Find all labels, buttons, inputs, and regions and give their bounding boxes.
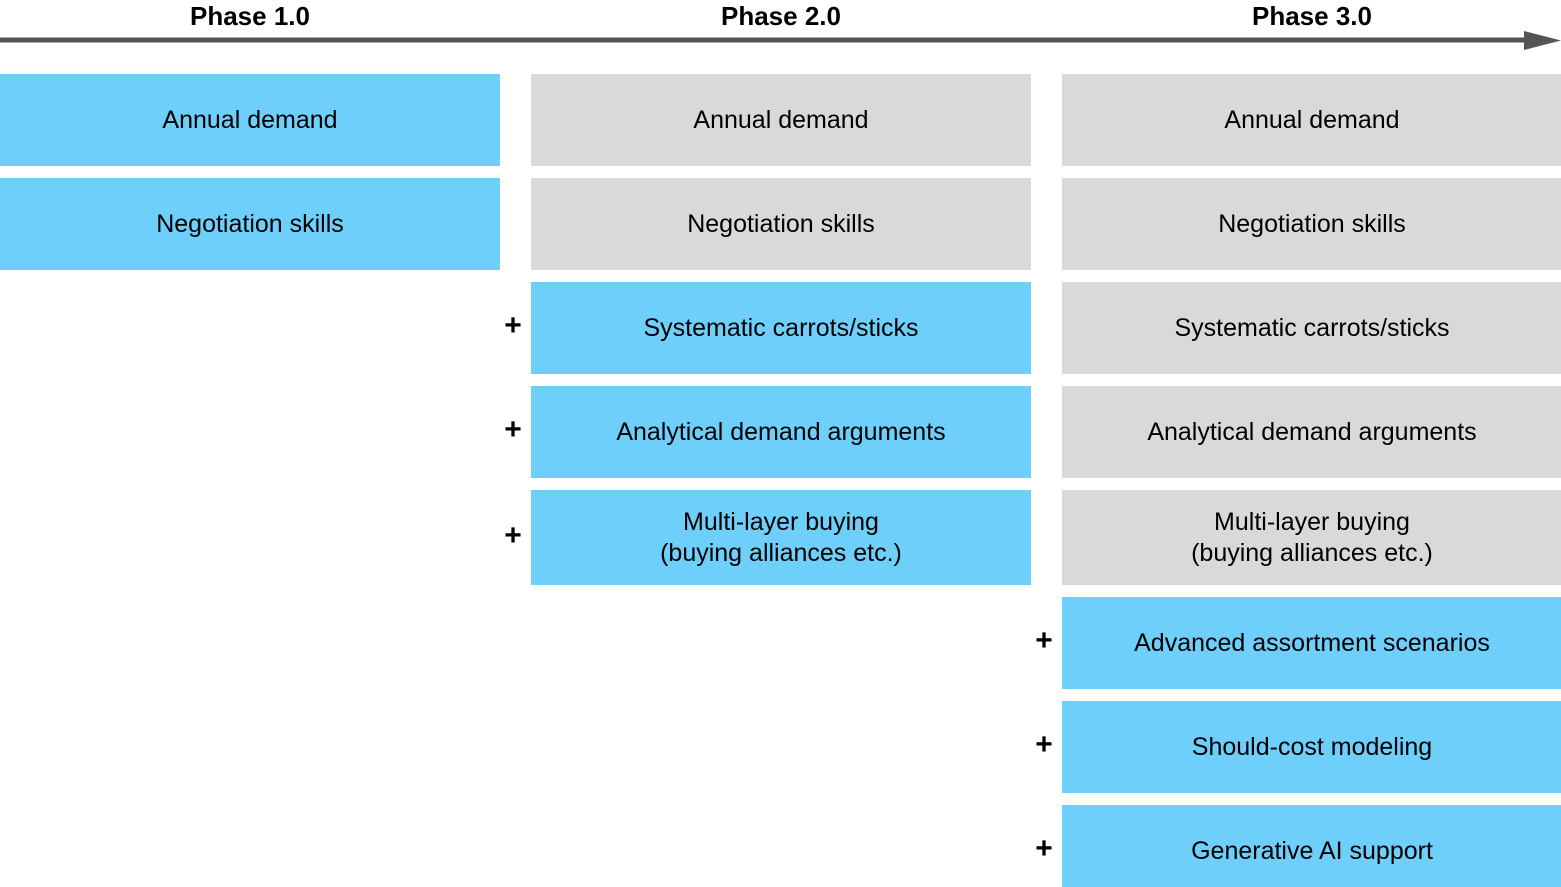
phase-heading-2: Phase 2.0 <box>721 1 841 31</box>
capability-label-line2: (buying alliances etc.) <box>660 538 902 567</box>
capability-box[interactable]: Should-cost modeling <box>1062 701 1561 793</box>
capability-label: Generative AI support <box>1191 836 1433 865</box>
capability-label: Advanced assortment scenarios <box>1134 628 1490 657</box>
capability-box[interactable]: Multi-layer buying(buying alliances etc.… <box>531 490 1031 585</box>
capability-label: Multi-layer buying(buying alliances etc.… <box>1191 508 1433 567</box>
capability-label: Negotiation skills <box>156 209 344 238</box>
phase-heading-1: Phase 1.0 <box>190 1 310 31</box>
capability-box[interactable]: Systematic carrots/sticks <box>531 282 1031 374</box>
capability-label: Annual demand <box>162 105 338 134</box>
phase-heading-3: Phase 3.0 <box>1252 1 1372 31</box>
plus-icon: + <box>1035 832 1053 865</box>
capability-box[interactable]: Negotiation skills <box>1062 178 1561 270</box>
capability-label-line2: (buying alliances etc.) <box>1191 538 1433 567</box>
capability-box[interactable]: Annual demand <box>531 74 1031 166</box>
capability-label: Negotiation skills <box>687 209 875 238</box>
plus-icon: + <box>1035 728 1053 761</box>
capability-label: Systematic carrots/sticks <box>1174 313 1450 342</box>
capability-label: Should-cost modeling <box>1191 732 1433 761</box>
capability-box[interactable]: Analytical demand arguments <box>531 386 1031 478</box>
capability-box[interactable]: Systematic carrots/sticks <box>1062 282 1561 374</box>
capability-box[interactable]: Generative AI support <box>1062 805 1561 887</box>
capability-label: Annual demand <box>693 105 869 134</box>
capability-box[interactable]: Analytical demand arguments <box>1062 386 1561 478</box>
plus-icon: + <box>504 518 522 552</box>
capability-box[interactable]: Negotiation skills <box>531 178 1031 270</box>
plus-icon: + <box>504 413 522 446</box>
capability-label: Analytical demand arguments <box>616 417 946 446</box>
capability-label: Negotiation skills <box>1218 209 1406 238</box>
capability-box[interactable]: Negotiation skills <box>0 178 500 270</box>
capability-box[interactable]: Annual demand <box>1062 74 1561 166</box>
plus-icon: + <box>1035 624 1053 657</box>
capability-label: Analytical demand arguments <box>1147 417 1477 446</box>
capability-label: Multi-layer buying(buying alliances etc.… <box>660 508 902 567</box>
plus-icon: + <box>504 309 522 342</box>
capability-label: Systematic carrots/sticks <box>643 313 919 342</box>
capability-box[interactable]: Multi-layer buying(buying alliances etc.… <box>1062 490 1561 585</box>
capability-label: Annual demand <box>1224 105 1400 134</box>
capability-box[interactable]: Advanced assortment scenarios <box>1062 597 1561 689</box>
capability-box[interactable]: Annual demand <box>0 74 500 166</box>
